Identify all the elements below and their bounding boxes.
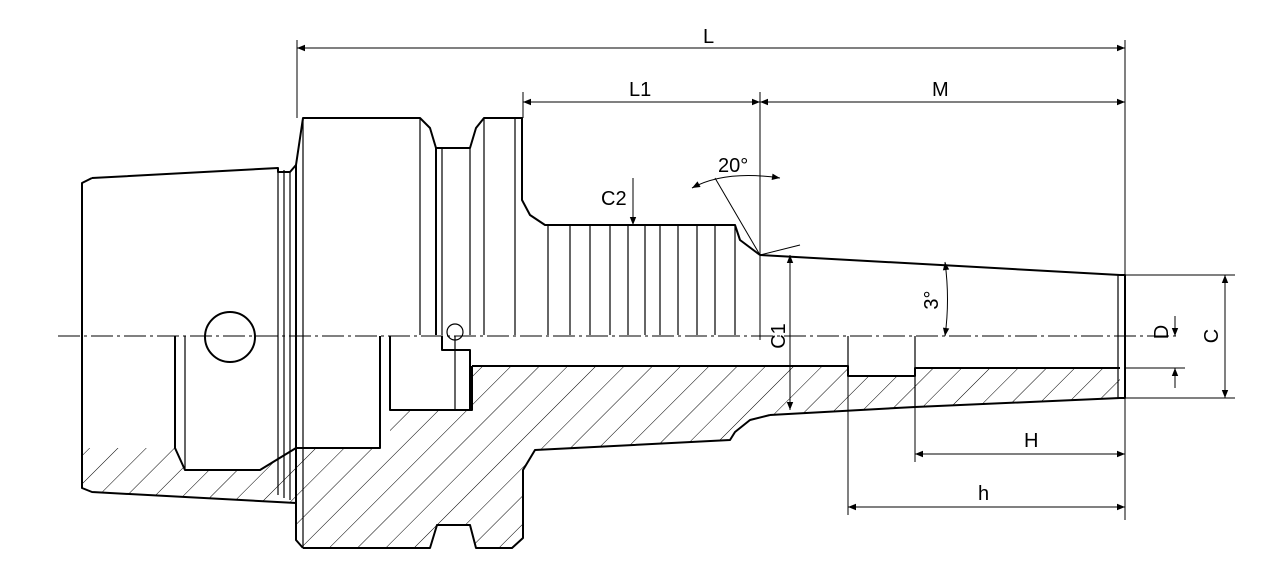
label-C2: C2 [601,188,627,210]
dimension-D: D [1125,316,1185,388]
label-M: M [932,79,949,101]
dimension-L1: L1 [522,79,761,340]
label-D: D [1151,325,1173,339]
pin-hole [204,311,256,363]
label-H: H [1024,430,1038,452]
dimension-M: M [760,79,1125,106]
dimension-C2: C2 [601,178,637,225]
label-L1: L1 [629,79,651,101]
dimension-L: L [296,26,1126,520]
angle-20deg: 20° [691,155,801,256]
angle-3deg: 3° [921,261,950,337]
dimension-h: h [847,376,1125,515]
dimension-H: H [914,407,1125,462]
label-h: h [978,483,989,505]
label-L: L [703,26,714,48]
label-C1: C1 [768,323,790,349]
label-C: C [1201,329,1223,343]
dimension-C: C [1125,274,1235,399]
holder-outline [81,117,1126,549]
label-20deg: 20° [718,155,748,177]
dimension-C1: C1 [768,255,794,410]
label-3deg: 3° [921,290,943,309]
section-hatch [82,366,1120,548]
